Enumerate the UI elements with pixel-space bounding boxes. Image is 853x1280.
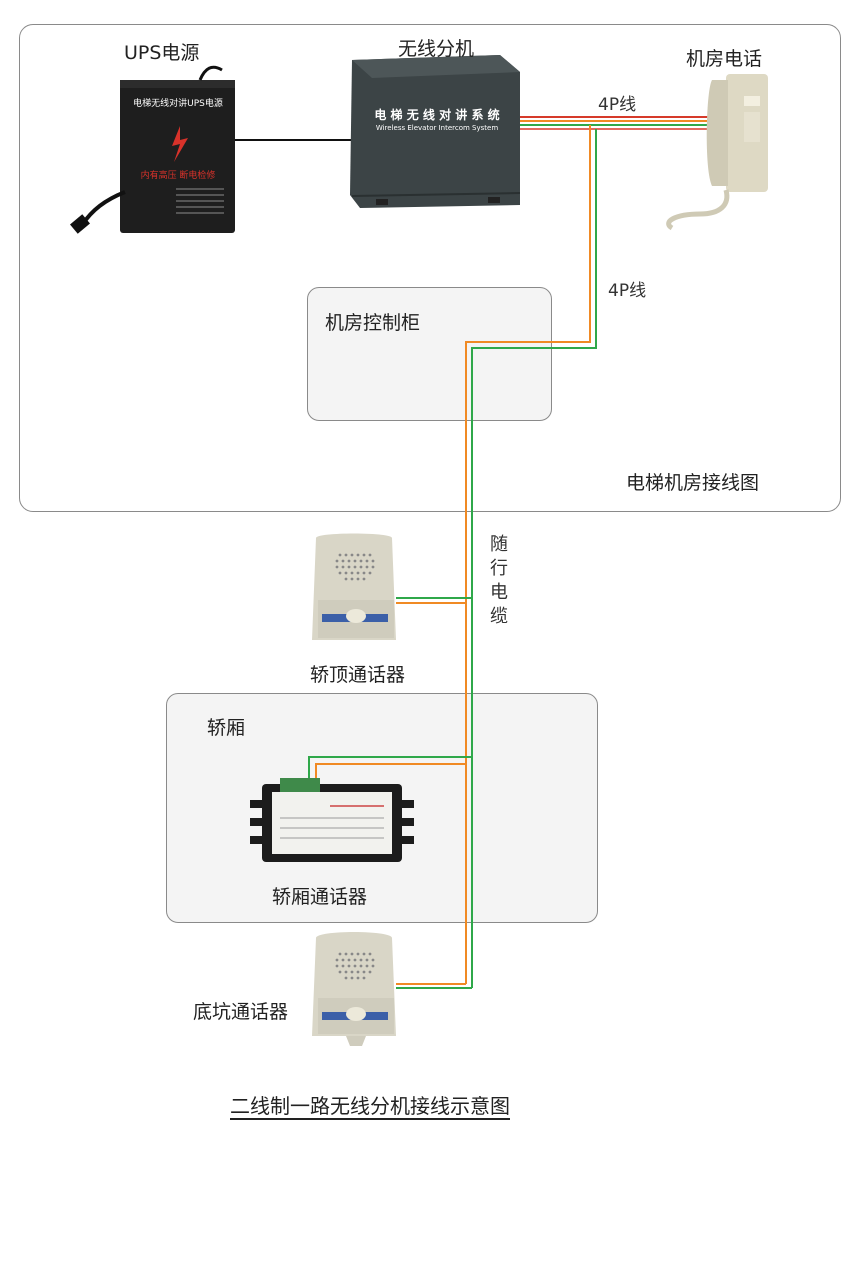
car-top-intercom-device — [312, 533, 396, 640]
wire-label-top: 4P线 — [598, 95, 637, 115]
machine-room-phone-label: 机房电话 — [686, 48, 763, 70]
machine-room-phone-device — [666, 74, 768, 231]
diagram-caption: 二线制一路无线分机接线示意图 — [230, 1094, 510, 1118]
car-branch — [308, 756, 472, 780]
traveling-cable — [465, 360, 473, 988]
ups-front-title: 电梯无线对讲UPS电源 — [133, 99, 223, 109]
pit-intercom-label: 底坑通话器 — [193, 1001, 289, 1023]
ups-label: UPS电源 — [124, 42, 200, 64]
phone-4p-wire — [520, 116, 712, 130]
wire-label-side: 4P线 — [608, 281, 647, 301]
ups-device — [70, 65, 235, 234]
cabinet-4p-wire — [465, 125, 597, 360]
ups-front-warning: 内有高压 断电检修 — [140, 171, 216, 181]
wireless-unit-device — [350, 55, 521, 208]
control-cabinet-box — [307, 287, 552, 421]
car-top-branch — [396, 597, 472, 604]
car-intercom-label: 轿厢通话器 — [272, 886, 368, 908]
car-intercom-device — [250, 778, 414, 862]
car-title: 轿厢 — [207, 717, 246, 739]
pit-intercom-device — [312, 932, 396, 1046]
wireless-unit-front-title: 电 梯 无 线 对 讲 系 统 — [374, 108, 500, 122]
car-top-intercom-label: 轿顶通话器 — [310, 664, 406, 686]
wireless-unit-label: 无线分机 — [398, 38, 475, 60]
traveling-cable-label: 随行电缆 — [487, 534, 508, 630]
machine-room-title: 电梯机房接线图 — [626, 472, 760, 494]
pit-branch — [396, 983, 472, 989]
control-cabinet-title: 机房控制柜 — [325, 312, 421, 334]
wireless-unit-front-subtitle: Wireless Elevator Intercom System — [375, 124, 499, 132]
